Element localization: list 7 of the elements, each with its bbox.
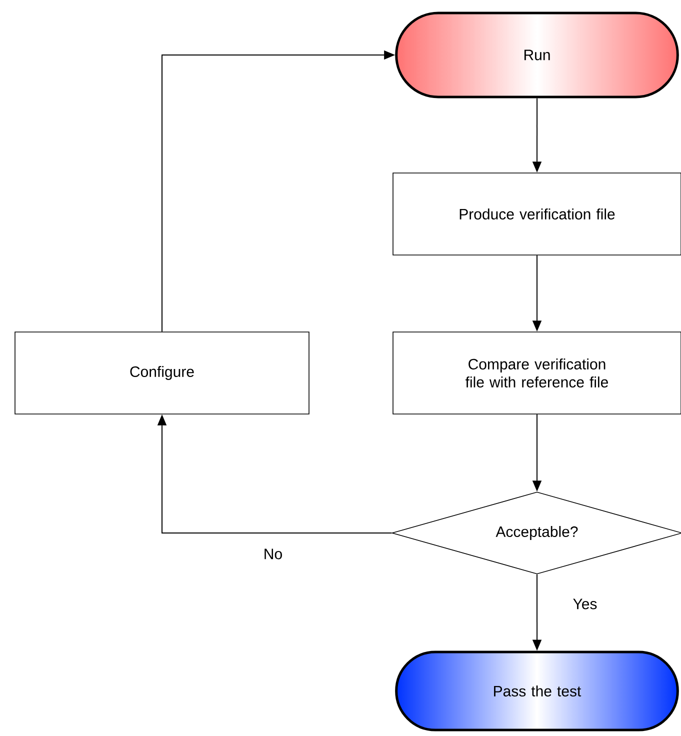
edge-label: Yes — [572, 598, 598, 610]
process-box: Produce verification file — [392, 172, 681, 256]
process-box: Configure — [14, 332, 310, 414]
end-terminal: Pass the test — [395, 650, 679, 732]
process-box: Compare verification file with reference file — [392, 332, 681, 414]
edge-label: No — [262, 548, 284, 560]
start-terminal: Run — [395, 12, 679, 98]
